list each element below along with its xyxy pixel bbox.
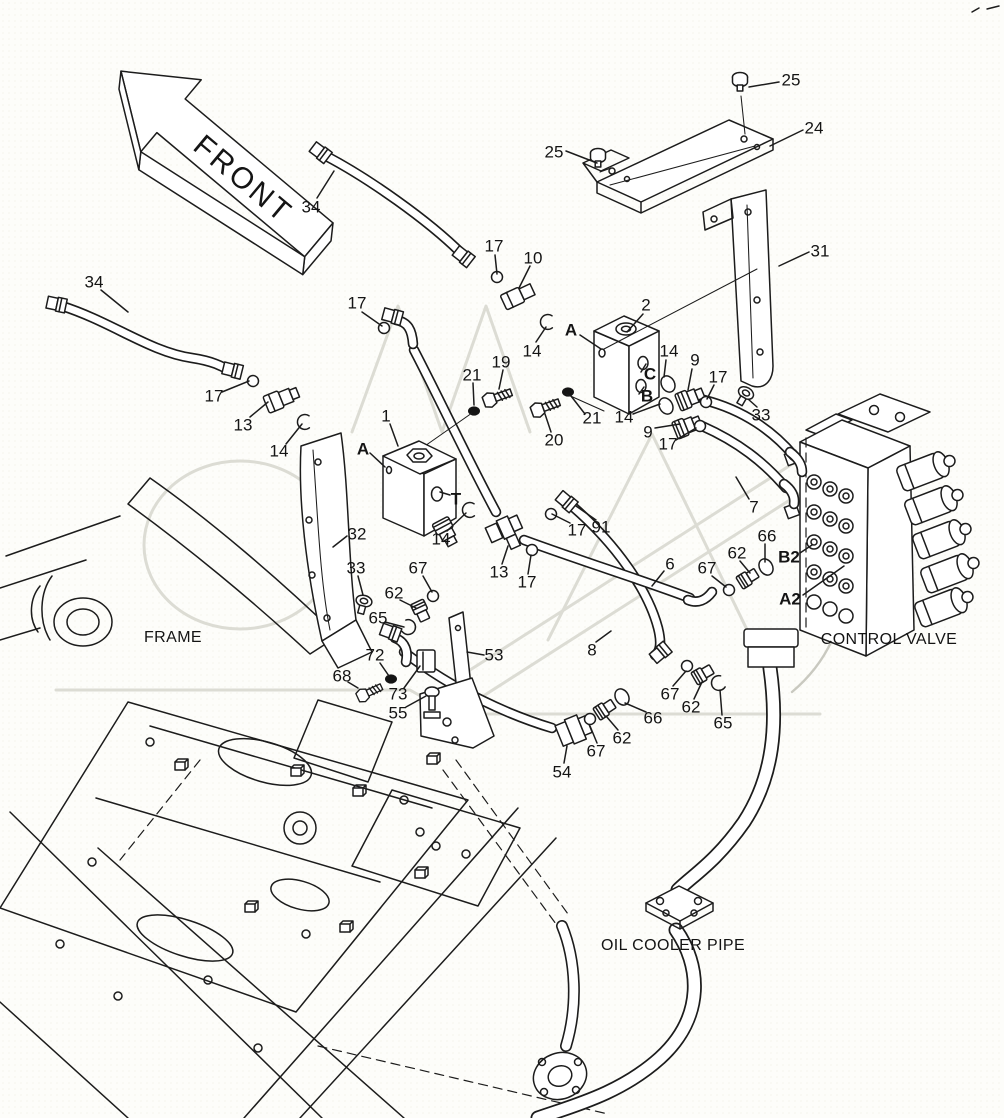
fittings [246,270,777,747]
hose-34-left [44,294,301,414]
valve-block-2 [411,268,758,456]
front-arrow: FRONT [118,70,334,276]
frame-structure [0,477,609,1118]
nipple-62-a [409,598,433,624]
bolt-25-left [589,147,607,168]
fitting-54 [554,714,593,747]
control-valve [783,393,980,657]
bolt-33-right [731,383,757,410]
bolt-25-right [731,71,749,92]
washer-72 [384,673,398,685]
bolt-68 [354,679,385,705]
clamp-73 [416,649,436,673]
bracket-53 [416,611,495,749]
bracket-32 [299,432,374,669]
bracket-31 [702,189,774,388]
oil-cooler-pipe [442,586,848,1118]
scan-artifact [971,5,1000,13]
check-valve-block-1 [382,440,462,550]
leader-lines [100,81,845,764]
tee-fitting-13 [484,514,524,551]
hoses-7 [670,383,808,510]
fitting-13-left [262,386,301,414]
nipple-62-c [592,696,618,722]
hose-34-top [307,140,536,350]
bolt-33-left [352,592,374,617]
fitting-10 [500,283,536,311]
bracket-24 [582,71,774,214]
bolt-55 [423,686,441,719]
bolt-19 [480,384,515,410]
